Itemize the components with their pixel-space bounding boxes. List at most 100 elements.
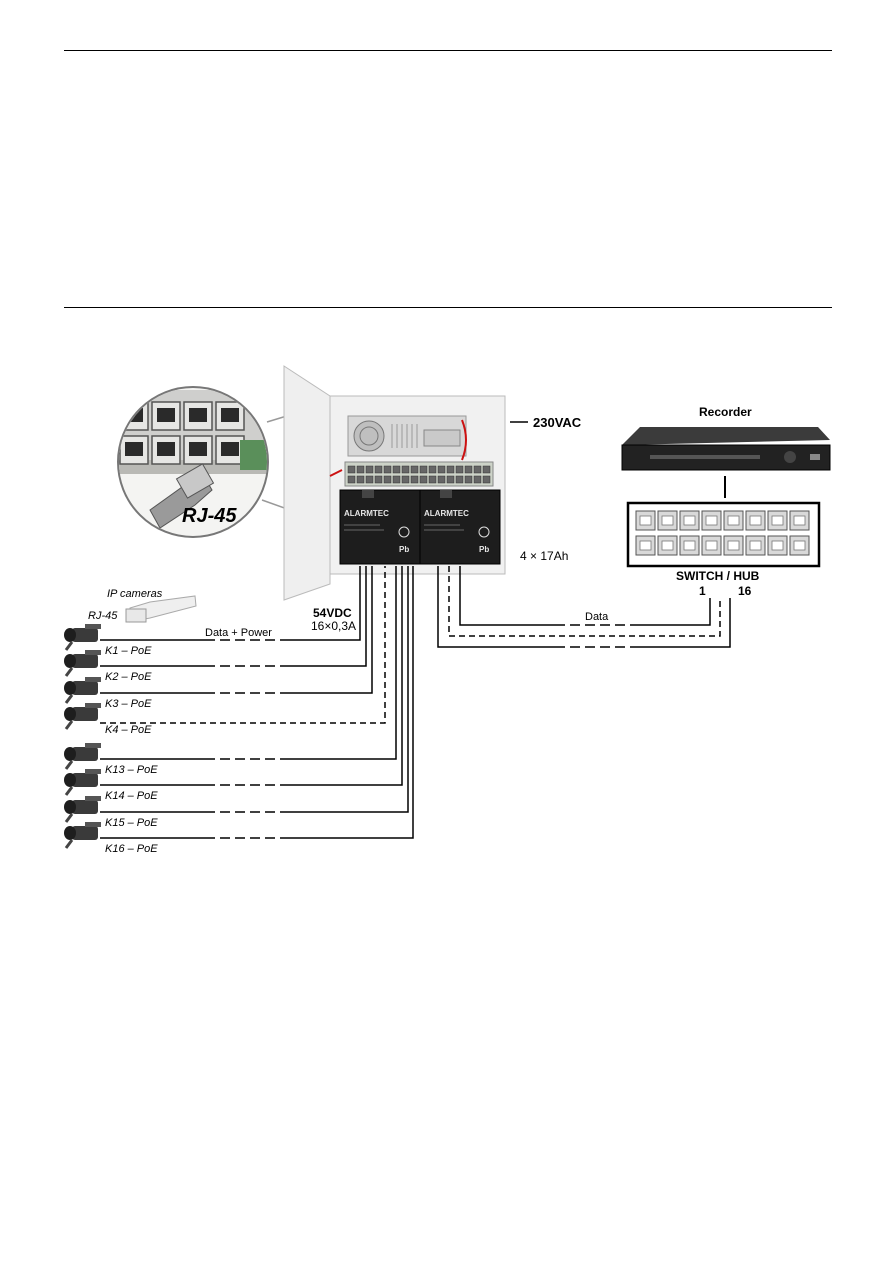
switch-port [635, 535, 656, 556]
camera-row: K3 – PoE [64, 566, 373, 710]
psu-port [455, 465, 464, 474]
psu-port [374, 465, 383, 474]
rj45-zoom-label: RJ-45 [182, 505, 237, 527]
switch-port [789, 535, 810, 556]
camera-label: K16 – PoE [105, 843, 158, 855]
psu-port [473, 465, 482, 474]
switch-port [679, 535, 700, 556]
psu-port [464, 465, 473, 474]
data-power-label: Data + Power [205, 627, 272, 639]
psu-port [428, 465, 437, 474]
psu-port [410, 465, 419, 474]
psu-port [437, 465, 446, 474]
camera-label: K2 – PoE [105, 671, 152, 683]
psu-port [401, 465, 410, 474]
switch-port [701, 535, 722, 556]
psu-port [347, 475, 356, 484]
switch-port [745, 535, 766, 556]
psu-port [482, 465, 491, 474]
batteries-label: 4 × 17Ah [520, 549, 568, 563]
zoom-socket [183, 435, 213, 465]
camera-label: K4 – PoE [105, 724, 152, 736]
camera-row: K15 – PoE [64, 566, 409, 829]
psu-port [455, 475, 464, 484]
psu-port [392, 465, 401, 474]
switch-port-16: 16 [738, 584, 752, 598]
switch-port [767, 510, 788, 531]
rj45-plug-icon [125, 595, 197, 623]
ip-camera-icon [64, 624, 101, 651]
switch-port [701, 510, 722, 531]
recorder-label: Recorder [699, 405, 752, 419]
psu-port [464, 475, 473, 484]
camera-cable [100, 566, 397, 760]
camera-row: K13 – PoE [64, 566, 397, 776]
zoom-socket [151, 435, 181, 465]
psu-port [482, 475, 491, 484]
switch-port [745, 510, 766, 531]
ip-camera-icon [64, 743, 101, 770]
battery-brand-right: ALARMTEC [424, 509, 469, 518]
ip-camera-icon [64, 703, 101, 730]
rj45-zoom-icon [117, 386, 291, 538]
zoom-socket [151, 401, 181, 431]
camera-row: K14 – PoE [64, 566, 403, 802]
switch-port [789, 510, 810, 531]
switch-port [767, 535, 788, 556]
switch-port [657, 510, 678, 531]
psu-port [410, 475, 419, 484]
switch-port [679, 510, 700, 531]
camera-label: K13 – PoE [105, 764, 158, 776]
switch-port [723, 535, 744, 556]
psu-port [365, 465, 374, 474]
camera-row: K4 – PoE [64, 566, 386, 736]
psu-port [428, 475, 437, 484]
camera-row: K1 – PoE [64, 566, 361, 657]
switch-label: SWITCH / HUB [676, 569, 760, 583]
psu-port [356, 465, 365, 474]
psu-port [446, 475, 455, 484]
switch-icon [626, 501, 821, 568]
camera-cable [100, 566, 367, 667]
psu-port [374, 475, 383, 484]
camera-cable [100, 566, 373, 694]
camera-cable [100, 566, 386, 724]
camera-row: K2 – PoE [64, 566, 367, 683]
psu-port [419, 475, 428, 484]
ip-camera-icon [64, 796, 101, 823]
output-current-label: 16×0,3A [311, 619, 356, 633]
ac-input-label: 230VAC [533, 415, 582, 430]
zoom-socket [215, 435, 245, 465]
zoom-socket [119, 435, 149, 465]
psu-port [437, 475, 446, 484]
camera-cable [100, 566, 361, 641]
psu-port [473, 475, 482, 484]
camera-label: K1 – PoE [105, 645, 152, 657]
data-links [437, 566, 731, 648]
ip-cameras-label: IP cameras [107, 588, 163, 600]
psu-port [347, 465, 356, 474]
camera-cable [100, 566, 414, 839]
switch-port [723, 510, 744, 531]
ip-camera-icon [64, 650, 101, 677]
recorder-icon [621, 427, 831, 471]
camera-label: K15 – PoE [105, 817, 158, 829]
switch-port-1: 1 [699, 584, 706, 598]
psu-port [401, 475, 410, 484]
top-rule [64, 50, 832, 51]
battery-pb-right: Pb [479, 545, 489, 554]
psu-port [419, 465, 428, 474]
rj45-plug-label: RJ-45 [88, 610, 118, 622]
camera-cable [100, 566, 403, 786]
switch-port [657, 535, 678, 556]
psu-port [383, 475, 392, 484]
output-voltage-label: 54VDC [313, 606, 352, 620]
camera-row: K16 – PoE [64, 566, 414, 855]
psu-cabinet-icon [283, 365, 506, 601]
zoom-socket [215, 401, 245, 431]
camera-label: K3 – PoE [105, 698, 152, 710]
camera-cable [100, 566, 409, 813]
psu-port [383, 465, 392, 474]
zoom-socket [183, 401, 213, 431]
